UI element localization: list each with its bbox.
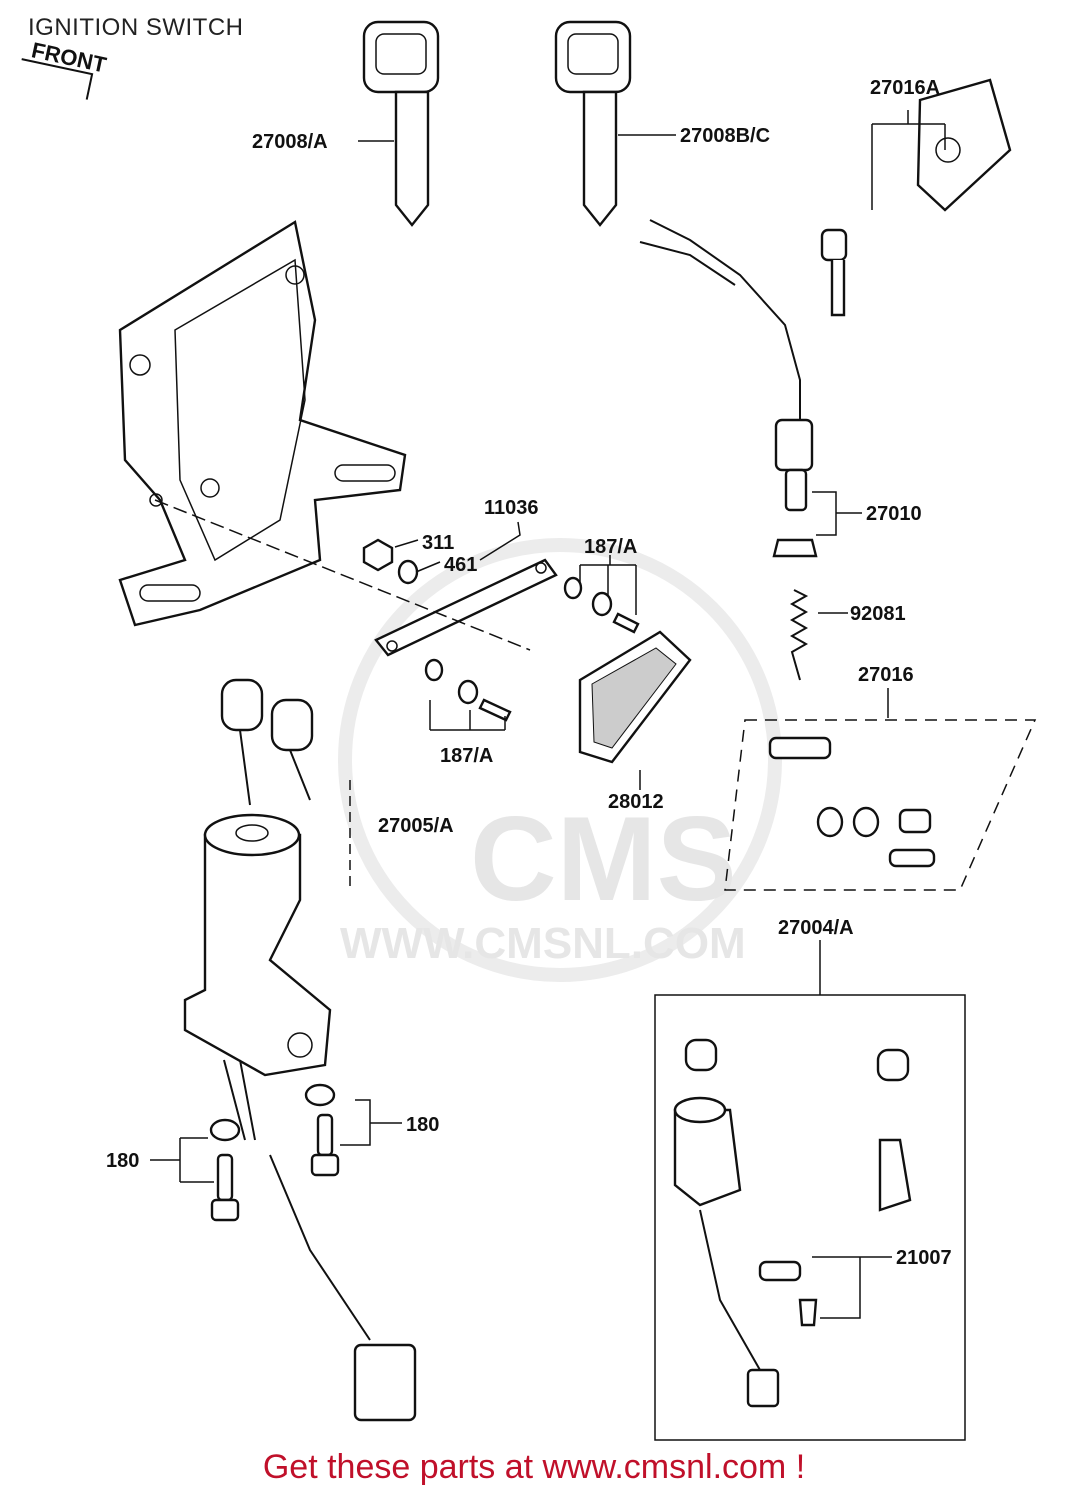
leader-lines [150,110,946,1319]
page-title: IGNITION SWITCH [28,14,244,41]
reflector-28012 [578,630,692,764]
label-187A-top: 187/A [584,536,637,558]
nut-311 [362,538,394,572]
label-21007: 21007 [896,1247,952,1269]
washers-187A-top [563,576,640,634]
washer-461 [397,559,419,585]
svg-text:FRONT: FRONT [29,37,109,77]
part-labels: 27008/A 27008B/C 27016A 11036 311 461 18… [106,77,952,1269]
ignition-switch-27005A [183,678,417,1422]
kit-27016 [724,719,1037,891]
label-180-left: 180 [106,1150,139,1172]
label-311: 311 [422,532,454,554]
label-27005A: 27005/A [378,815,454,837]
washers-187A-bottom [424,658,512,722]
label-27004A: 27004/A [778,917,854,939]
label-92081: 92081 [850,603,906,625]
bracket-plate [118,220,407,627]
label-180-right: 180 [406,1114,439,1136]
watermark-url-text: WWW.CMSNL.COM [340,919,746,968]
key-27008A [362,20,440,227]
kit-27004A [654,940,966,1441]
label-11036: 11036 [484,497,539,519]
label-27016A: 27016A [870,77,940,99]
screws-180 [209,1083,340,1222]
cms-watermark: CMS WWW.CMSNL.COM [338,538,782,982]
front-stamp: FRONT [21,37,109,100]
label-27016: 27016 [858,664,914,686]
label-27008A: 27008/A [252,131,328,153]
switch-27010 [639,219,818,558]
plate-11036 [154,499,558,657]
lock-27016A [820,78,1012,317]
label-461: 461 [444,554,477,576]
key-27008BC [554,20,632,227]
spring-92081 [789,589,809,681]
label-28012: 28012 [608,791,664,813]
footer-link-text: Get these parts at www.cmsnl.com ! [262,1448,806,1486]
watermark-logo-text: CMS [470,792,737,926]
label-27010: 27010 [866,503,922,525]
label-27008BC: 27008B/C [680,125,770,147]
label-187A-bottom: 187/A [440,745,493,767]
